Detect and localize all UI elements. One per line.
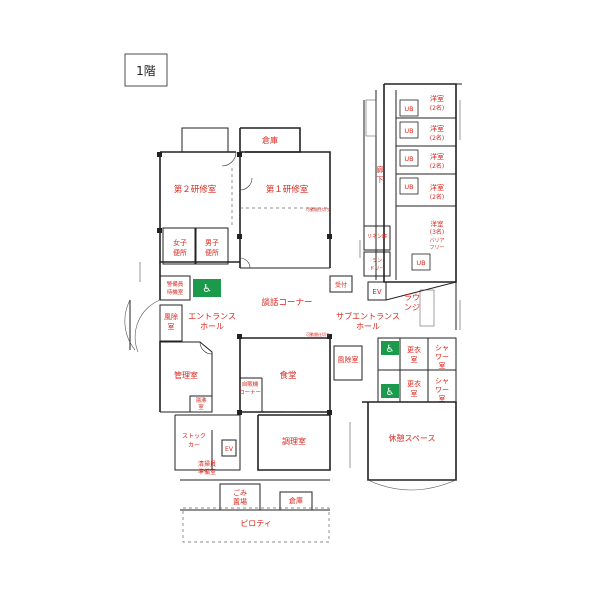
svg-text:カー: カー: [188, 442, 200, 449]
svg-text:サブエントランス: サブエントランス: [336, 311, 400, 321]
floor-label-box: [124, 53, 168, 87]
column-ticks: [139, 100, 461, 468]
svg-text:ンジ: ンジ: [404, 303, 420, 312]
svg-text:ごみ: ごみ: [233, 488, 247, 497]
svg-text:室: 室: [411, 355, 418, 364]
svg-text:ドリー: ドリー: [369, 266, 384, 272]
svg-text:下: 下: [377, 176, 384, 184]
central-building-walls: [124, 127, 353, 543]
label-ev-left: EV: [225, 446, 234, 453]
label-danwa: 談話コーナー: [261, 297, 312, 308]
svg-text:エントランス: エントランス: [188, 312, 236, 321]
label-pilotis: ピロティ: [240, 519, 272, 528]
svg-text:コーナー: コーナー: [239, 389, 261, 396]
svg-text:自販機: 自販機: [242, 380, 259, 388]
svg-text:洋室: 洋室: [431, 219, 445, 228]
label-ev-right: EV: [372, 288, 381, 296]
svg-text:ホール: ホール: [200, 322, 224, 331]
svg-text:室: 室: [198, 403, 204, 411]
svg-text:UB: UB: [404, 183, 413, 191]
svg-text:フリー: フリー: [429, 245, 444, 251]
svg-text:UB: UB: [404, 127, 413, 135]
svg-text:(2名): (2名): [430, 162, 445, 170]
room-labels: 倉庫 第１研修室 第２研修室 可動間仕切り 可動間仕切り 女子 便所 男子 便所…: [164, 94, 449, 528]
svg-text:室: 室: [168, 322, 175, 331]
wheelchair-icon: ♿: [193, 279, 221, 297]
label-linen: リネン庫: [367, 233, 387, 240]
svg-text:シャ: シャ: [435, 377, 449, 385]
svg-text:洋室: 洋室: [430, 152, 444, 161]
svg-text:室: 室: [439, 394, 446, 403]
svg-text:洋室: 洋室: [430, 94, 444, 103]
label-kanri: 管理室: [174, 370, 198, 380]
svg-text:風除: 風除: [164, 312, 178, 321]
svg-text:バリア: バリア: [429, 238, 444, 244]
label-shokudo: 食堂: [279, 370, 296, 381]
right-wing-walls: [333, 83, 462, 491]
svg-text:女子: 女子: [173, 238, 187, 247]
label-kyukei: 休憩スペース: [388, 433, 435, 443]
svg-text:♿: ♿: [386, 387, 395, 398]
label-chori: 調理室: [282, 436, 306, 446]
floor-label: 1階: [136, 63, 156, 78]
svg-text:洋室: 洋室: [430, 183, 444, 192]
svg-text:ラン: ラン: [372, 258, 382, 264]
svg-text:ストック: ストック: [182, 433, 206, 440]
svg-text:更衣: 更衣: [407, 379, 421, 388]
svg-text:準備室: 準備室: [198, 468, 216, 476]
svg-text:便所: 便所: [205, 248, 219, 257]
svg-text:室: 室: [411, 389, 418, 398]
svg-text:ホール: ホール: [356, 322, 380, 331]
svg-text:男子: 男子: [205, 239, 219, 247]
svg-text:ワー: ワー: [435, 386, 449, 394]
svg-text:UB: UB: [404, 105, 413, 113]
label-kadou: 可動間仕切り: [306, 206, 330, 212]
svg-text:♿: ♿: [202, 282, 212, 295]
svg-text:ワー: ワー: [435, 353, 449, 361]
label-ub: UB: [416, 259, 425, 267]
label-uketsuke: 受付: [335, 281, 347, 289]
svg-text:置場: 置場: [233, 497, 247, 506]
svg-text:便所: 便所: [173, 248, 187, 257]
svg-text:♿: ♿: [386, 344, 395, 355]
svg-text:UB: UB: [404, 155, 413, 163]
label-souko-top: 倉庫: [262, 135, 278, 145]
label-kadou2: 可動間仕切り: [306, 331, 330, 337]
svg-text:(3名): (3名): [430, 228, 445, 236]
svg-text:待機室: 待機室: [167, 288, 184, 296]
label-souko-bottom: 倉庫: [289, 496, 303, 505]
label-kenshu1: 第１研修室: [266, 184, 309, 195]
svg-text:更衣: 更衣: [407, 345, 421, 354]
svg-text:(2名): (2名): [430, 134, 445, 142]
svg-text:室: 室: [439, 361, 446, 370]
svg-text:洋室: 洋室: [430, 124, 444, 133]
svg-text:(2名): (2名): [430, 104, 445, 112]
wheelchair-icon: ♿: [381, 384, 399, 398]
svg-text:シャ: シャ: [435, 344, 449, 352]
svg-text:湯沸: 湯沸: [195, 396, 207, 404]
svg-text:ラウ: ラウ: [404, 293, 420, 302]
wheelchair-icon: ♿: [381, 341, 399, 355]
label-fuujo-right: 風除室: [338, 355, 359, 364]
svg-text:警備員: 警備員: [167, 280, 184, 288]
svg-text:(2名): (2名): [430, 193, 445, 201]
svg-text:清掃員: 清掃員: [198, 460, 216, 468]
label-kenshu2: 第２研修室: [174, 184, 217, 195]
svg-text:廊: 廊: [377, 165, 384, 174]
